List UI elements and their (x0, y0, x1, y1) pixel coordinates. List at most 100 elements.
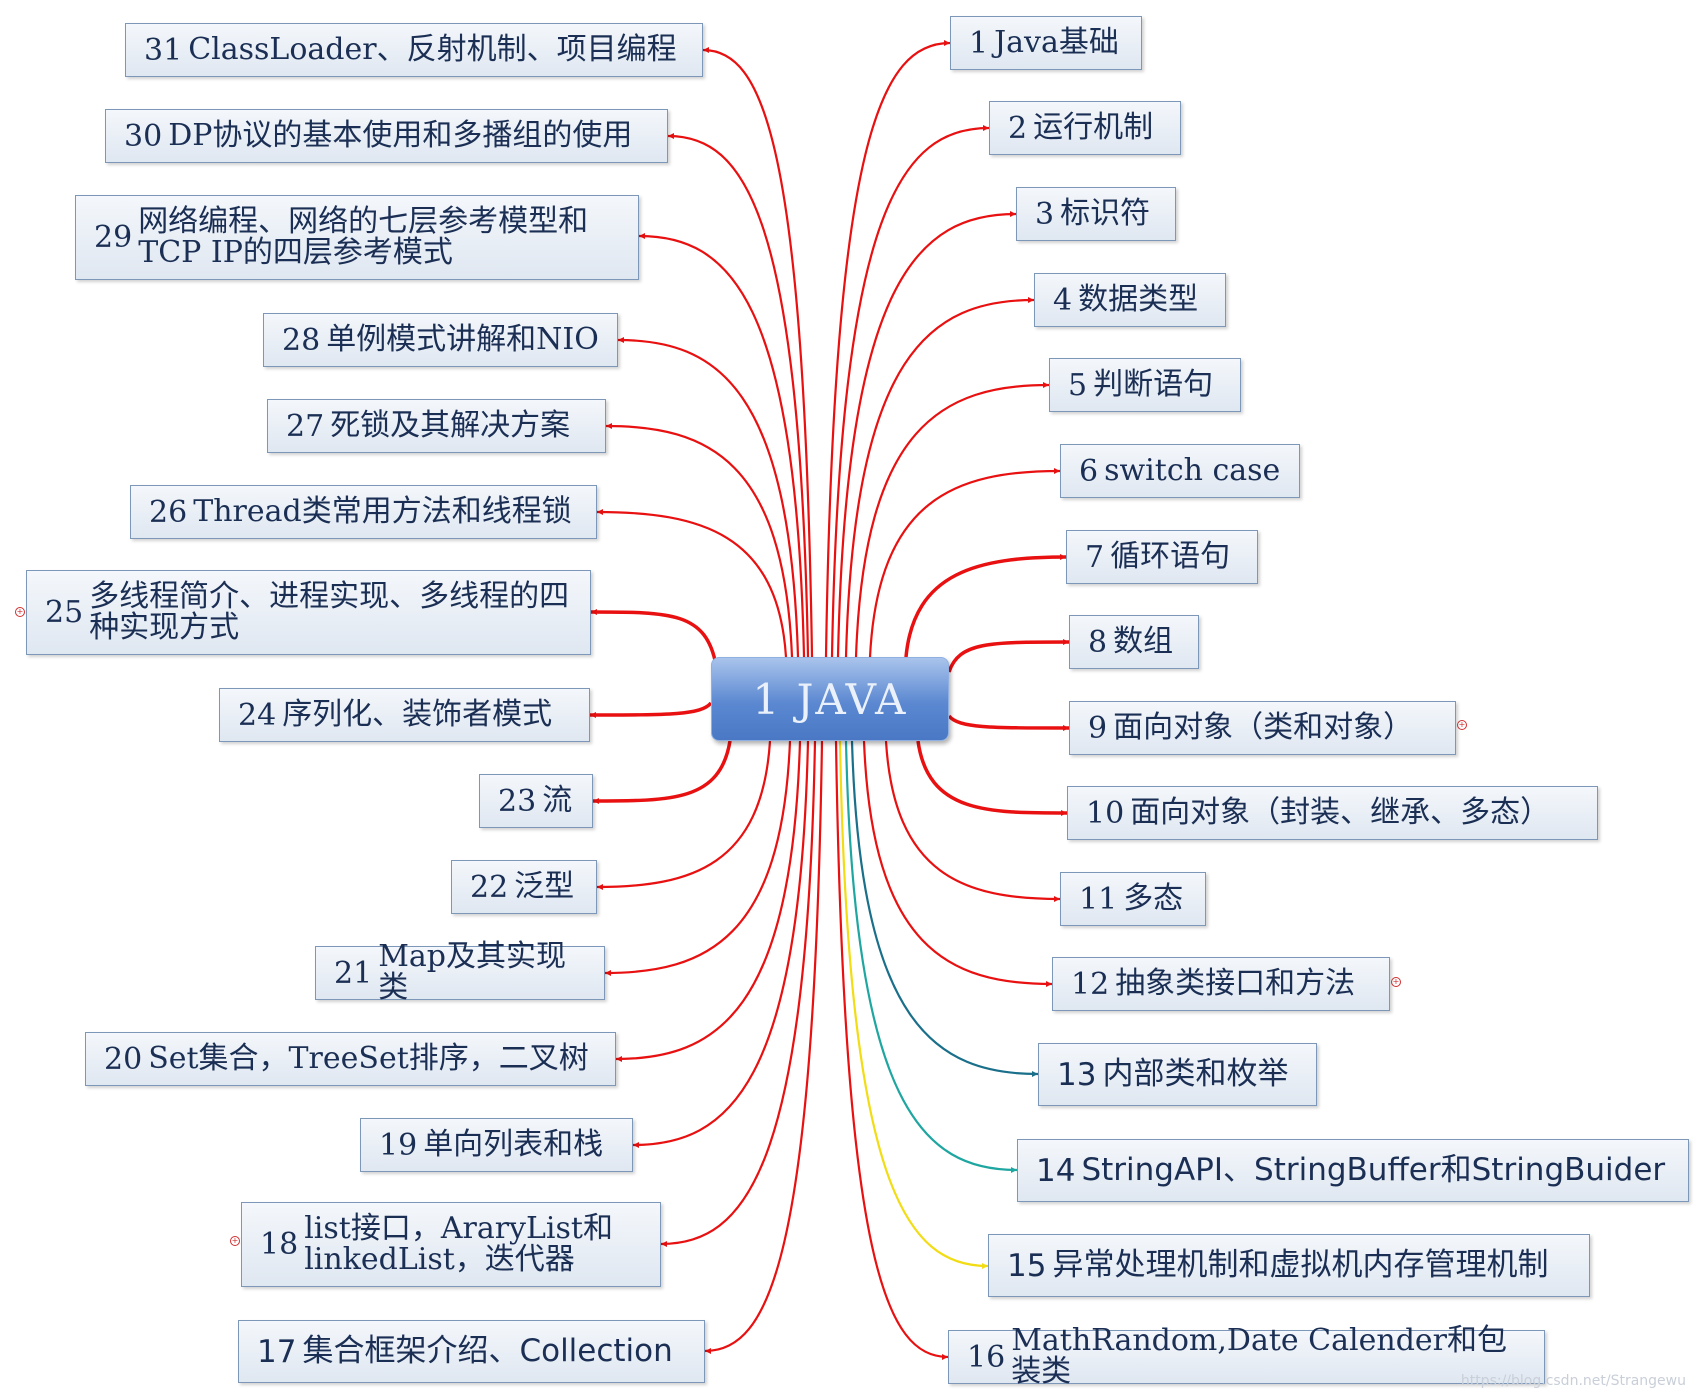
node-17[interactable]: 17 集合框架介绍、Collection (238, 1320, 705, 1383)
node-8[interactable]: 8 数组 (1069, 615, 1199, 669)
node-23[interactable]: 23 流 (479, 774, 593, 828)
node-1[interactable]: 1 Java基础 (950, 16, 1142, 70)
node-label: 单向列表和栈 (423, 1126, 604, 1162)
node-number: 2 (1008, 110, 1028, 146)
node-number: 1 (969, 25, 989, 61)
node-10[interactable]: 10 面向对象（封装、继承、多态） (1067, 786, 1598, 840)
node-number: 15 (1007, 1247, 1047, 1284)
connector-arrow (597, 884, 603, 890)
connector-line (844, 298, 1035, 658)
connector-arrow (597, 509, 603, 515)
node-number: 20 (104, 1041, 143, 1077)
connector-arrow (605, 970, 611, 976)
node-7[interactable]: 7 循环语句 (1066, 530, 1258, 584)
node-31[interactable]: 31 ClassLoader、反射机制、项目编程 (125, 23, 703, 77)
expand-toggle-icon[interactable]: + (230, 1236, 240, 1246)
node-11[interactable]: 11 多态 (1060, 872, 1206, 926)
node-22[interactable]: 22 泛型 (451, 860, 597, 914)
node-12[interactable]: 12 抽象类接口和方法 (1052, 957, 1390, 1011)
connector-line (836, 212, 1017, 658)
node-label: 异常处理机制和虚拟机内存管理机制 (1052, 1246, 1549, 1283)
node-24[interactable]: 24 序列化、装饰者模式 (219, 688, 590, 742)
connector-arrow (590, 712, 596, 718)
node-label: Set集合，TreeSet排序，二叉树 (148, 1040, 589, 1076)
connector-line (615, 740, 802, 1061)
node-label: 多线程简介、进程实现、多线程的四种实现方式 (89, 578, 570, 645)
node-label: 标识符 (1060, 195, 1151, 231)
node-label: list接口，AraryList和 linkedList，迭代器 (304, 1210, 613, 1277)
connector-arrow (1046, 981, 1052, 987)
node-label: 集合框架介绍、Collection (302, 1332, 673, 1369)
connector-arrow (1054, 896, 1060, 902)
node-27[interactable]: 27 死锁及其解决方案 (267, 399, 606, 453)
connector-line (830, 126, 990, 658)
node-9[interactable]: 9 面向对象（类和对象） (1069, 701, 1456, 755)
connector-arrow (1063, 725, 1069, 731)
watermark: https://blog.csdn.net/Strangewu (1460, 1373, 1686, 1389)
connector-arrow (1011, 1167, 1017, 1173)
node-19[interactable]: 19 单向列表和栈 (360, 1118, 633, 1172)
connector-arrow (1054, 468, 1060, 474)
node-label: 死锁及其解决方案 (330, 407, 571, 443)
node-number: 11 (1079, 881, 1118, 917)
node-label: Thread类常用方法和线程锁 (193, 493, 572, 529)
connector-arrow (661, 1241, 667, 1247)
connector-arrow (942, 1354, 948, 1360)
connector-arrow (606, 423, 612, 429)
connector-line (702, 48, 814, 658)
node-20[interactable]: 20 Set集合，TreeSet排序，二叉树 (85, 1032, 616, 1086)
node-number: 4 (1053, 282, 1073, 318)
connector-line (589, 701, 713, 717)
connector-arrow (1061, 810, 1067, 816)
node-number: 24 (238, 697, 277, 733)
connector-line (916, 740, 1068, 815)
node-26[interactable]: 26 Thread类常用方法和线程锁 (130, 485, 597, 539)
node-21[interactable]: 21 Map及其实现类 (315, 942, 605, 1003)
node-number: 13 (1057, 1056, 1097, 1093)
connector-line (834, 740, 949, 1359)
node-15[interactable]: 15 异常处理机制和虚拟机内存管理机制 (988, 1234, 1590, 1297)
node-label: 抽象类接口和方法 (1115, 965, 1356, 1001)
node-4[interactable]: 4 数据类型 (1034, 273, 1226, 327)
node-25[interactable]: 25 多线程简介、进程实现、多线程的四种实现方式 (26, 570, 591, 655)
connector-arrow (703, 47, 709, 53)
connector-arrow (1032, 1071, 1038, 1077)
node-18[interactable]: 18 list接口，AraryList和 linkedList，迭代器 (241, 1202, 661, 1287)
node-label: 数据类型 (1078, 281, 1199, 317)
expand-toggle-icon[interactable]: + (1457, 720, 1467, 730)
node-label: 多态 (1123, 880, 1184, 916)
node-number: 22 (470, 869, 509, 905)
node-28[interactable]: 28 单例模式讲解和NIO (263, 313, 618, 367)
node-5[interactable]: 5 判断语句 (1049, 358, 1241, 412)
connector-arrow (983, 125, 989, 131)
node-label: Map及其实现类 (378, 939, 566, 1005)
connector-line (590, 610, 718, 666)
node-label: 循环语句 (1110, 538, 1231, 574)
node-3[interactable]: 3 标识符 (1016, 187, 1176, 241)
node-13[interactable]: 13 内部类和枚举 (1038, 1043, 1317, 1106)
connector-arrow (639, 233, 645, 239)
root-node-java[interactable]: 1 JAVA (711, 657, 949, 741)
node-label: 面向对象（封装、继承、多态） (1130, 794, 1551, 830)
connector-arrow (944, 40, 950, 46)
connector-line (660, 740, 817, 1246)
connector-arrow (1010, 211, 1016, 217)
node-number: 29 (94, 220, 133, 255)
connector-line (947, 640, 1070, 673)
node-30[interactable]: 30 DP协议的基本使用和多播组的使用 (105, 109, 668, 163)
node-6[interactable]: 6 switch case (1060, 444, 1300, 498)
node-label: 判断语句 (1093, 366, 1214, 402)
connector-line (854, 383, 1050, 658)
node-29[interactable]: 29 网络编程、网络的七层参考模型和 TCP IP的四层参考模式 (75, 195, 639, 280)
node-label: 泛型 (514, 868, 575, 904)
node-14[interactable]: 14 StringAPI、StringBuffer和StringBuider (1017, 1139, 1689, 1202)
connector-arrow (1063, 639, 1069, 645)
expand-toggle-icon[interactable]: + (1391, 977, 1401, 987)
node-16[interactable]: 16 MathRandom,Date Calender和包装类 (948, 1326, 1545, 1387)
connector-line (596, 740, 772, 889)
node-number: 31 (144, 32, 183, 68)
node-label: 面向对象（类和对象） (1113, 709, 1414, 745)
node-number: 18 (260, 1227, 299, 1262)
node-2[interactable]: 2 运行机制 (989, 101, 1181, 155)
expand-toggle-icon[interactable]: + (15, 607, 25, 617)
